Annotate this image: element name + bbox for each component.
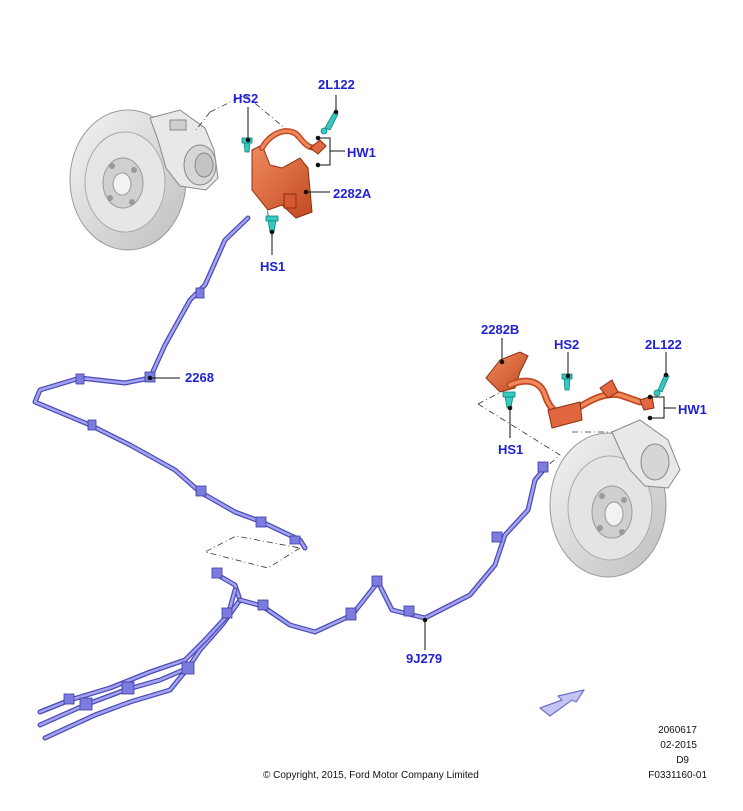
line-9j279-leader: [422, 617, 428, 650]
callout-2l122-front: 2L122: [318, 77, 355, 92]
rear-dashed-leaders: [477, 389, 612, 469]
front-clip-hs1: [265, 215, 279, 233]
callout-hw1-rear: HW1: [678, 402, 707, 417]
lower-brake-bundle: [37, 465, 548, 741]
rear-brake-caliper: [611, 419, 681, 489]
callout-2268: 2268: [185, 370, 214, 385]
line-2268-leader: [147, 375, 180, 381]
figure-id: F0331160-01: [648, 770, 707, 781]
doc-code: D9: [676, 755, 689, 766]
brake-line-2268: [32, 215, 308, 551]
middle-dashed-break: [203, 535, 302, 569]
doc-date: 02-2015: [660, 740, 697, 751]
rear-bleeder-2l122: [653, 373, 670, 397]
callout-9j279: 9J279: [406, 651, 443, 666]
callout-2282a: 2282A: [333, 186, 372, 201]
front-brake-disc: [69, 109, 187, 251]
callout-hs2-rear: HS2: [554, 337, 580, 352]
front-direction-arrow-icon: [539, 689, 585, 717]
front-brake-hose-2282a: [251, 128, 327, 219]
callout-hs1-front: HS1: [260, 259, 286, 274]
front-bleeder-2l122: [320, 111, 339, 135]
callout-hw1-front: HW1: [347, 145, 376, 160]
callout-2l122-rear: 2L122: [645, 337, 682, 352]
doc-number: 2060617: [658, 725, 697, 736]
rear-callout-leaders: [499, 338, 676, 438]
front-brake-caliper: [149, 109, 219, 191]
lower-bundle-clips: [63, 461, 549, 711]
callout-hs1-rear: HS1: [498, 442, 524, 457]
rear-brake-hose-2282b: [485, 351, 655, 429]
copyright-notice: © Copyright, 2015, Ford Motor Company Li…: [263, 770, 479, 781]
line-2268-clips: [75, 287, 301, 545]
front-callout-leaders: [245, 95, 345, 255]
front-dashed-leaders: [195, 94, 306, 226]
rear-clip-hs1: [502, 391, 516, 409]
callout-2282b: 2282B: [481, 322, 520, 337]
callout-hs2-front: HS2: [233, 91, 259, 106]
